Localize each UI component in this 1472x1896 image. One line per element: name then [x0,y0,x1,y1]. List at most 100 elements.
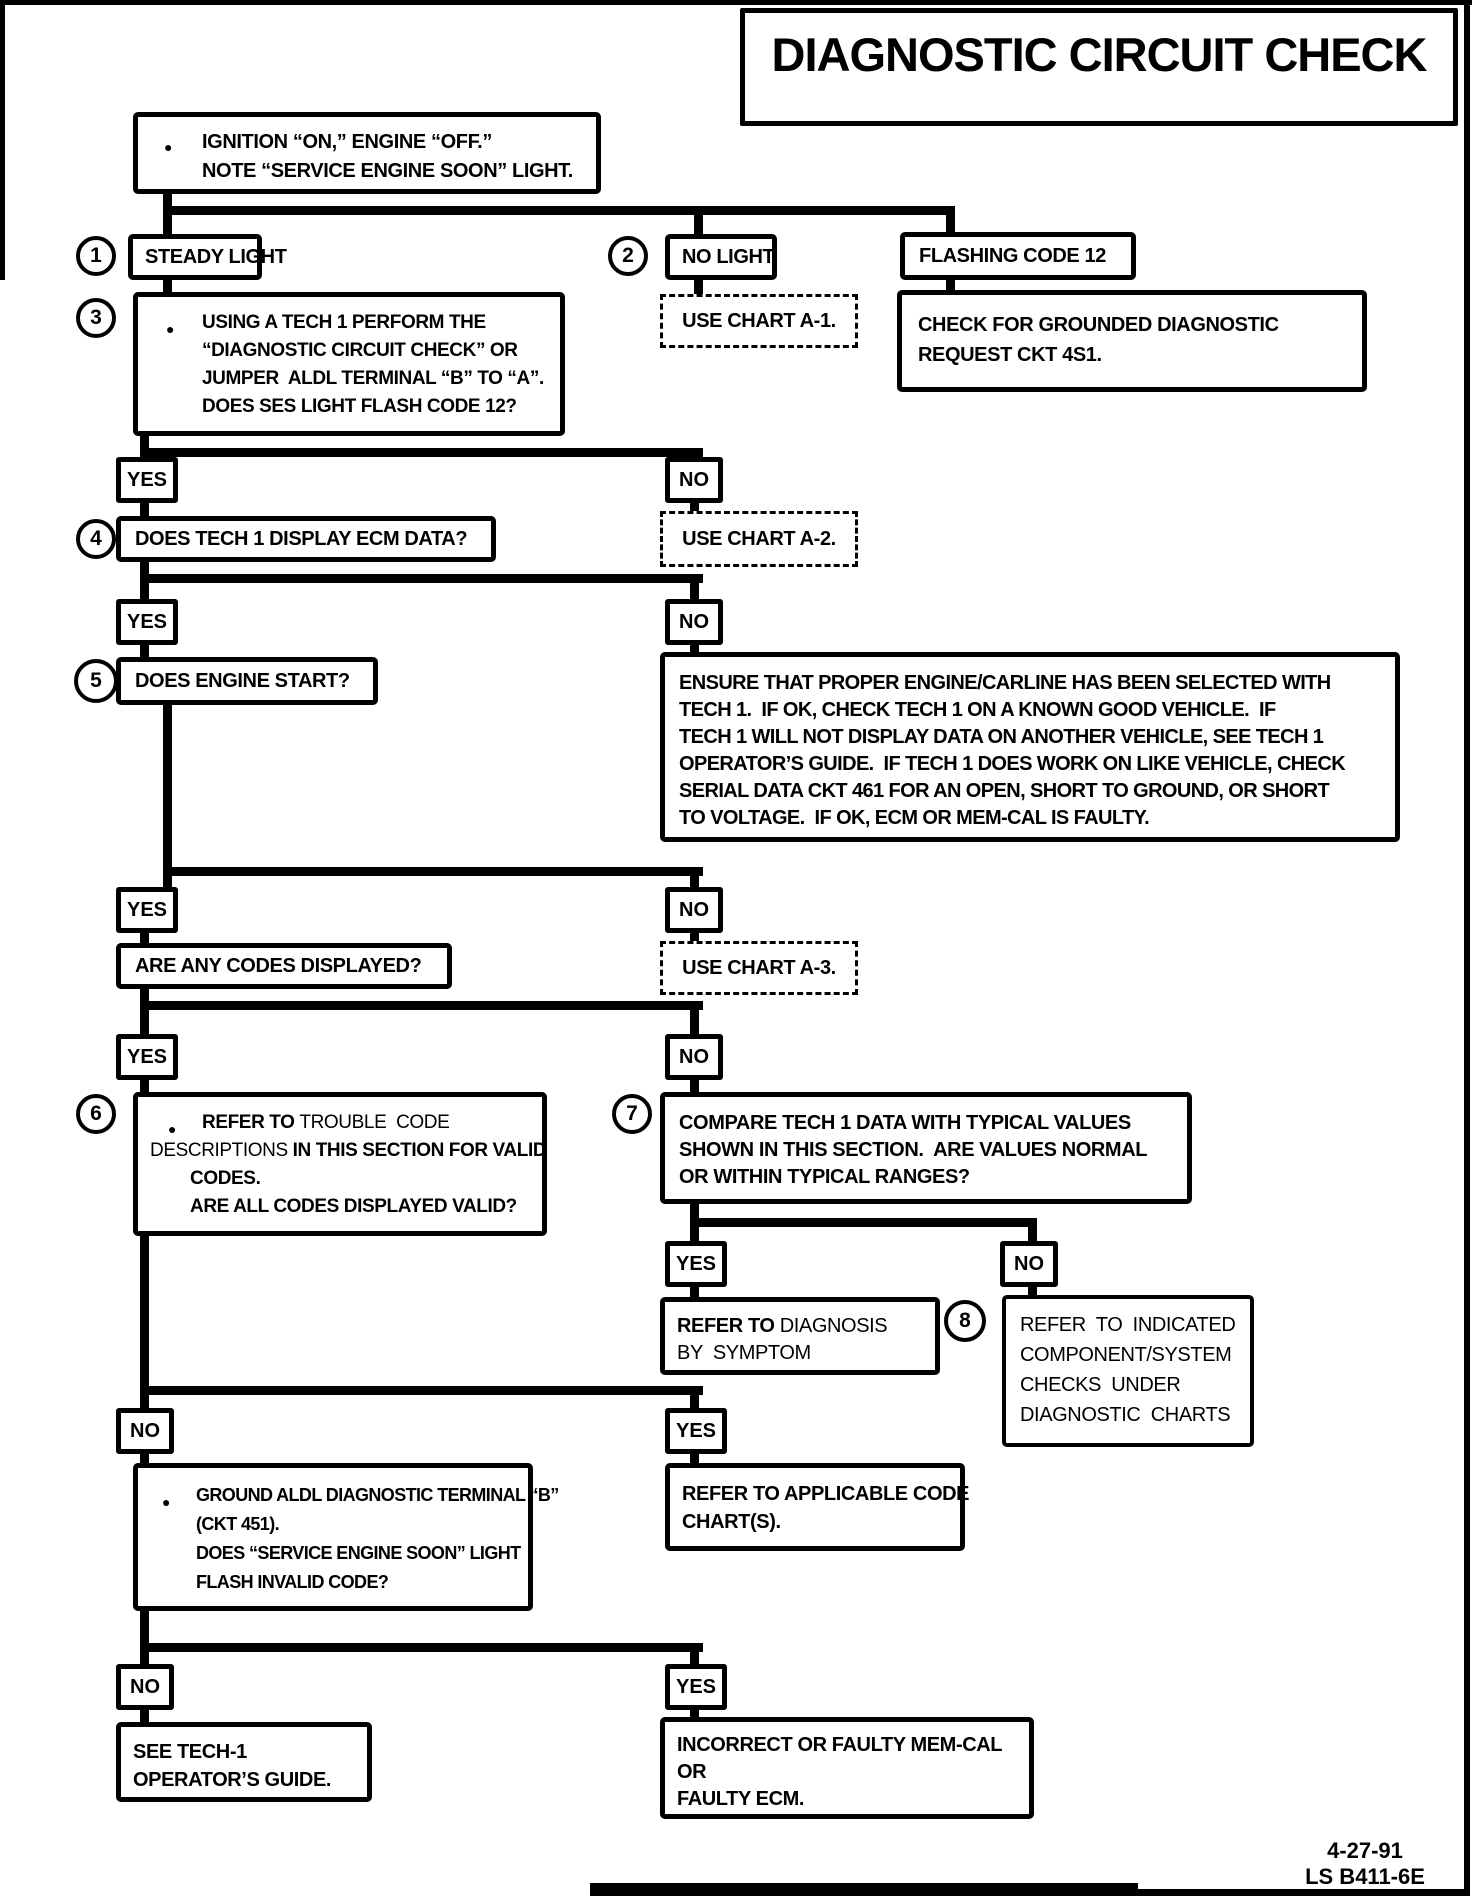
label-yes: YES [665,1408,727,1454]
node-steady-light: STEADY LIGHT [128,234,287,280]
connector-line [140,1454,149,1463]
label-no: NO [116,1408,174,1454]
node-ground-aldl-line: (CKT 451). [196,1514,280,1534]
connector-line [140,1710,149,1722]
node-compare-line: SHOWN IN THIS SECTION. ARE VALUES NORMAL [679,1139,1148,1161]
connector-line [690,933,699,941]
connector-line [140,1611,149,1643]
node-indicated-line: CHECKS UNDER [1020,1374,1181,1396]
connector-line [140,583,149,599]
connector-line [690,1218,1037,1227]
footer-code: LS B411-6E [1305,1864,1425,1889]
node-tech1-circuit-check: ● USING A TECH 1 PERFORM THE “DIAGNOSTIC… [133,292,565,436]
connector-line [140,1395,149,1408]
node-use-chart-a2-label: USE CHART A-2. [682,527,836,550]
node-trouble-code-line: ARE ALL CODES DISPLAYED VALID? [190,1196,517,1217]
connector-line [690,1287,699,1297]
node-flashing-code-12-label: FLASHING CODE 12 [919,244,1106,267]
node-compare-line: COMPARE TECH 1 DATA WITH TYPICAL VALUES [679,1112,1131,1134]
node-ground-aldl-line: FLASH INVALID CODE? [196,1572,389,1592]
node-indicated-line: REFER TO INDICATED [1020,1314,1236,1336]
label-yes: YES [665,1241,727,1287]
step-circle-6: 6 [76,1094,116,1134]
page-title-box: DIAGNOSTIC CIRCUIT CHECK [740,8,1458,126]
connector-line [690,1454,699,1463]
connector-line [140,436,149,448]
node-codes-displayed-label: ARE ANY CODES DISPLAYED? [135,954,422,977]
label-yes: YES [116,1034,178,1080]
node-flashing-code-12: FLASHING CODE 12 [900,232,1136,280]
connector-line [163,705,172,867]
page-title: DIAGNOSTIC CIRCUIT CHECK [771,28,1428,81]
connector-line [140,574,703,583]
connector-line [140,933,149,943]
connector-line [163,206,955,215]
connector-line [690,645,699,652]
node-use-chart-a3-label: USE CHART A-3. [682,956,836,979]
node-steady-light-label: STEADY LIGHT [145,245,287,268]
node-trouble-code-descriptions: ● REFER TO TROUBLE CODE DESCRIPTIONS IN … [133,1092,547,1236]
connector-line [690,876,699,887]
node-faulty-line: FAULTY ECM. [677,1788,805,1810]
node-indicated-line: COMPONENT/SYSTEM [1020,1344,1232,1366]
node-tech1-circuit-check-line: DOES SES LIGHT FLASH CODE 12? [202,396,517,417]
connector-line [140,1236,149,1386]
node-tech1-circuit-check-line: “DIAGNOSTIC CIRCUIT CHECK” OR [202,340,518,361]
connector-line [140,1001,703,1010]
node-faulty-line: OR [677,1761,707,1783]
node-diagnosis-by-symptom: REFER TO DIAGNOSIS BY SYMPTOM [660,1297,940,1375]
label-yes: YES [116,457,178,503]
connector-line [1028,1287,1037,1295]
node-tech1-circuit-check-line: JUMPER ALDL TERMINAL “B” TO “A”. [202,368,544,389]
node-see-tech1-line: SEE TECH-1 [133,1741,247,1763]
node-ensure-line: OPERATOR’S GUIDE. IF TECH 1 DOES WORK ON… [679,753,1346,775]
node-faulty-memcal-ecm: INCORRECT OR FAULTY MEM-CAL OR FAULTY EC… [660,1717,1034,1819]
node-diagnosis-line: BY SYMPTOM [677,1342,811,1364]
bullet-icon: ● [166,321,175,337]
connector-line [946,215,955,232]
node-tech1-ecm-data: DOES TECH 1 DISPLAY ECM DATA? [116,516,496,562]
node-ground-aldl-line: GROUND ALDL DIAGNOSTIC TERMINAL “B” [196,1485,559,1505]
node-ignition: ● IGNITION “ON,” ENGINE “OFF.” NOTE “SER… [133,112,601,194]
connector-line [140,1010,149,1034]
node-ground-aldl: ● GROUND ALDL DIAGNOSTIC TERMINAL “B” (C… [133,1463,559,1611]
node-compare-line: OR WITHIN TYPICAL RANGES? [679,1166,970,1188]
connector-line [946,280,955,290]
node-use-chart-a1: USE CHART A-1. [660,294,858,348]
footer-revision: 4-27-91 LS B411-6E [1285,1838,1445,1890]
label-yes: YES [116,599,178,645]
connector-line [140,1386,703,1395]
connector-line [140,1643,703,1652]
connector-line [690,583,699,599]
connector-line [140,1080,149,1092]
page-border-left [0,0,5,280]
node-indicated-component-checks: REFER TO INDICATED COMPONENT/SYSTEM CHEC… [1002,1295,1254,1447]
bullet-icon: ● [164,139,173,155]
node-applicable-line: REFER TO APPLICABLE CODE [682,1483,970,1505]
node-ignition-line: IGNITION “ON,” ENGINE “OFF.” [202,131,492,153]
connector-line [694,280,703,294]
connector-line [140,645,149,657]
label-no: NO [665,1034,723,1080]
node-trouble-code-line: CODES. [190,1168,261,1189]
page-border-right [1464,0,1470,1896]
node-engine-start: DOES ENGINE START? [116,657,378,705]
step-circle-5: 5 [74,659,118,703]
connector-line [690,1710,699,1717]
footer-date: 4-27-91 [1327,1838,1403,1863]
connector-line [690,1010,699,1034]
step-circle-7: 7 [612,1094,652,1134]
node-applicable-code-charts: REFER TO APPLICABLE CODE CHART(S). [665,1463,970,1551]
label-yes: YES [116,887,178,933]
connector-line [690,1395,699,1408]
node-engine-start-label: DOES ENGINE START? [135,669,350,692]
node-trouble-code-line: DESCRIPTIONS IN THIS SECTION FOR VALID [150,1140,547,1161]
node-trouble-code-line: REFER TO TROUBLE CODE [202,1112,450,1133]
node-check-grounded-line: CHECK FOR GROUNDED DIAGNOSTIC [918,314,1279,336]
connector-line [163,215,172,234]
node-compare-typical-values: COMPARE TECH 1 DATA WITH TYPICAL VALUES … [660,1092,1192,1204]
page-border-bottom-segment [1134,1889,1464,1896]
node-ensure-line: ENSURE THAT PROPER ENGINE/CARLINE HAS BE… [679,672,1331,694]
connector-line [140,989,149,1001]
